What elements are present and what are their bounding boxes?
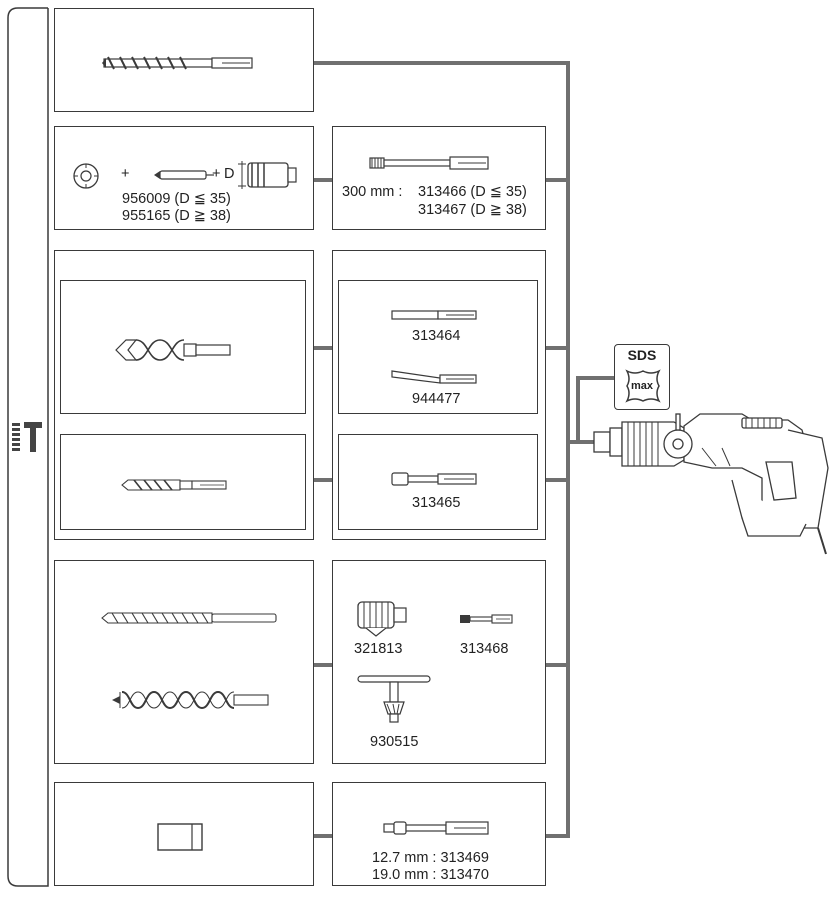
auger-bit-icon <box>112 690 269 710</box>
core-bit-code-b: 955165 (D ≧ 38) <box>122 208 231 224</box>
chuck-key-code: 930515 <box>370 734 419 750</box>
sds-max-drill-bit-icon <box>102 56 253 70</box>
scraper-chisel-icon <box>391 370 477 384</box>
core-adapter-code-b: 313467 (D ≧ 38) <box>418 202 527 218</box>
twist-drill-bit-icon <box>101 612 277 624</box>
core-bit-kit-icon <box>73 161 297 189</box>
sds-label: SDS <box>627 347 657 363</box>
box-socket-adapter <box>332 782 546 886</box>
chisel-code-1: 313464 <box>412 328 461 344</box>
rotary-hammer-icon <box>593 413 829 555</box>
large-drill-bit-icon <box>115 339 231 361</box>
plus-sign: + <box>121 166 130 182</box>
box-chisels <box>338 280 538 414</box>
box-core-adapter <box>332 126 546 230</box>
sds-max-badge-icon <box>625 369 661 403</box>
socket-adapter-line-a: 12.7 mm : 313469 <box>372 850 489 866</box>
accessories-bracket-icon <box>12 422 42 452</box>
socket-icon <box>157 823 203 851</box>
plus-sign-2: + <box>212 166 221 182</box>
flat-chisel-icon <box>391 310 477 320</box>
small-drill-bit-icon <box>121 479 227 491</box>
chuck-adapter-icon <box>460 614 513 624</box>
socket-adapter-line-b: 19.0 mm : 313470 <box>372 867 489 883</box>
box-twist-auger-bits <box>54 560 314 764</box>
core-bit-code-a: 956009 (D ≦ 35) <box>122 191 231 207</box>
box-chuck-set <box>332 560 546 764</box>
socket-adapter-icon <box>383 821 489 835</box>
sds-adapter-icon <box>391 472 477 486</box>
core-adapter-code-a: 313466 (D ≦ 35) <box>418 184 527 200</box>
adapter-code: 313465 <box>412 495 461 511</box>
core-adapter-icon <box>369 156 489 170</box>
chuck-key-icon <box>357 675 431 723</box>
chisel-code-2: 944477 <box>412 391 461 407</box>
sds-max-badge: SDS max <box>614 344 670 410</box>
chuck-code: 321813 <box>354 641 403 657</box>
box-large-drill-bit <box>60 280 306 414</box>
core-adapter-length: 300 mm : <box>342 184 403 200</box>
diameter-label: D <box>224 166 235 182</box>
drill-chuck-icon <box>357 601 407 637</box>
chuck-adapter-code: 313468 <box>460 641 509 657</box>
max-label: max <box>630 380 654 392</box>
